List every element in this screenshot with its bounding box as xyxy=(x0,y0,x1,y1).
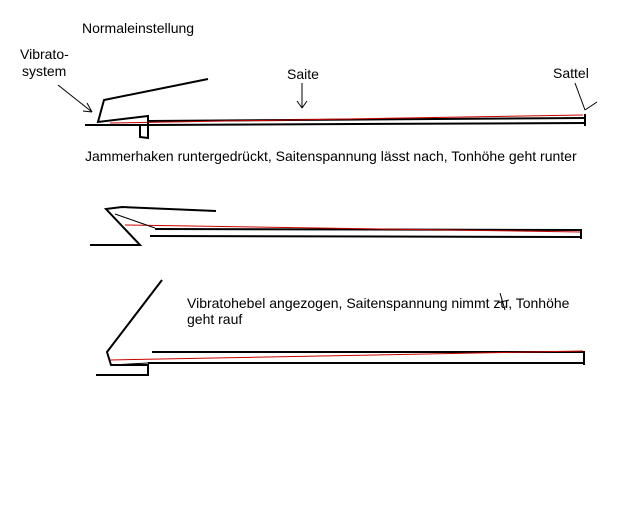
strike-mark-b xyxy=(496,299,510,304)
caption-pressed-down: Jammerhaken runtergedrückt, Saitenspannu… xyxy=(85,148,577,164)
caption-lever-pulled-line1: Vibratohebel angezogen, Saitenspannung n… xyxy=(187,295,570,311)
saite-pointer-head-b xyxy=(301,100,308,109)
neck-bottom-line xyxy=(147,122,586,126)
vibrato-lever xyxy=(90,205,217,246)
string-line xyxy=(109,350,584,361)
neck-top-line xyxy=(154,228,582,231)
neck-top-line xyxy=(147,117,586,122)
string-line xyxy=(109,114,584,124)
normal-setting-diagram xyxy=(57,78,598,140)
sattel-label: Sattel xyxy=(553,65,589,81)
string-line xyxy=(124,224,581,233)
vibrato-pointer-head-a xyxy=(86,102,93,113)
vibrato-pointer-head-b xyxy=(82,110,93,113)
vibrato-label-line2: system xyxy=(22,63,67,79)
vibrato-label-line1: Vibrato- xyxy=(20,46,69,62)
vibrato-pointer-arrow xyxy=(57,84,93,113)
sattel-pointer-arrow xyxy=(574,82,586,111)
saite-label: Saite xyxy=(287,66,319,82)
vibrato-brace xyxy=(114,213,156,229)
title-label: Normaleinstellung xyxy=(82,20,195,36)
neck-bottom-line xyxy=(149,235,582,238)
vibrato-lever xyxy=(96,279,163,376)
lever-pulled-diagram xyxy=(96,279,585,376)
caption-lever-pulled-line2: geht rauf xyxy=(187,311,243,327)
bar-pressed-down-diagram xyxy=(90,205,582,246)
sattel-pointer-head-a xyxy=(584,101,598,111)
saite-pointer-head-a xyxy=(296,100,303,109)
vibrato-brace xyxy=(110,362,149,366)
vibrato-lever xyxy=(86,78,209,140)
